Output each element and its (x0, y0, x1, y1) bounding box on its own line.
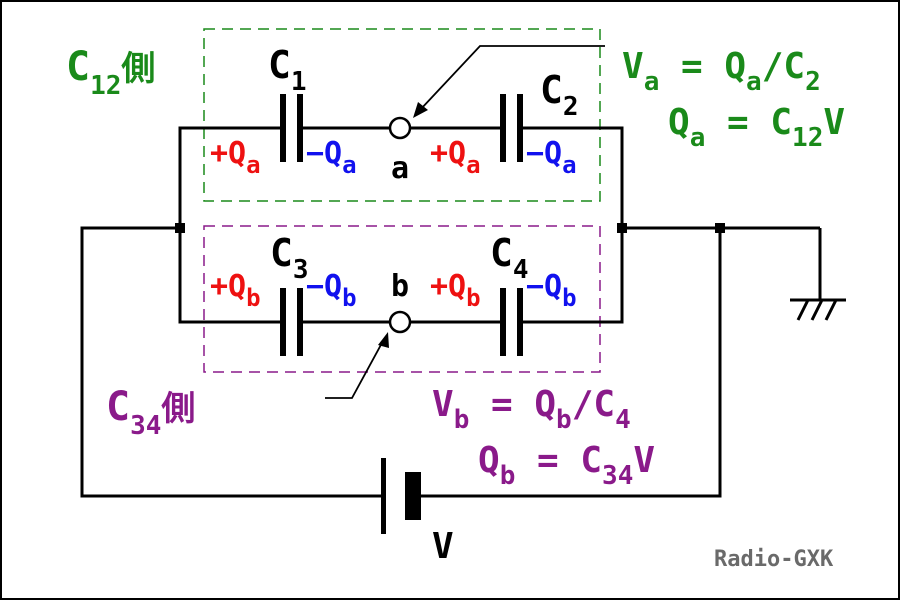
c12-group-label: C12側 (66, 44, 155, 101)
equation-qa: Qa = C12V (668, 102, 845, 153)
wires (80, 126, 822, 498)
charge-minus-qa-c2: −Qa (526, 136, 577, 179)
charge-minus-qb-c3: −Qb (306, 269, 357, 312)
equation-vb: Vb = Qb/C4 (432, 384, 631, 435)
c4-plate-right (517, 288, 523, 356)
c3-plate-left (280, 288, 286, 356)
c1-plate-right (297, 94, 303, 162)
junction-battery (715, 223, 725, 233)
charge-plus-qa-c1: +Qa (210, 136, 261, 179)
arrows (325, 45, 605, 399)
charge-minus-qb-c4: −Qb (526, 269, 577, 312)
c12-group-box (203, 28, 601, 202)
capacitor-plates (280, 94, 523, 356)
node-b (388, 310, 412, 334)
wire-bottom-right (520, 228, 624, 324)
charge-plus-qb-c3: +Qb (210, 269, 261, 312)
junction-right (617, 223, 627, 233)
node-a (388, 116, 412, 140)
ground-icon (790, 298, 846, 321)
wire-right-loop (418, 228, 722, 498)
equation-qb: Qb = C34V (478, 440, 655, 491)
c3-plate-right (297, 288, 303, 356)
battery-icon (381, 458, 421, 534)
c2-label: C2 (540, 68, 579, 122)
c34-group-box (203, 225, 601, 373)
charge-plus-qb-c4: +Qb (430, 269, 481, 312)
c4-plate-left (500, 288, 506, 356)
c2-plate-right (517, 94, 523, 162)
charge-plus-qa-c2: +Qa (430, 136, 481, 179)
c3-label: C3 (270, 231, 309, 285)
wire-top-right (520, 126, 624, 228)
node-a-label: a (391, 151, 409, 186)
c2-plate-left (500, 94, 506, 162)
battery-label: V (432, 526, 454, 567)
c1-label: C1 (268, 43, 307, 97)
c34-group-label: C34側 (106, 384, 195, 441)
junction-left (175, 223, 185, 233)
watermark: Radio-GXK (714, 547, 834, 572)
junctions (175, 223, 725, 233)
c4-label: C4 (490, 231, 529, 285)
wire-left-loop (80, 226, 384, 498)
wire-bottom-left (178, 228, 284, 324)
wire-top-left (178, 126, 284, 228)
charge-minus-qa-c1: −Qa (306, 136, 357, 179)
c1-plate-left (280, 94, 286, 162)
node-b-label: b (391, 269, 409, 304)
equation-va: Va = Qa/C2 (622, 46, 821, 97)
